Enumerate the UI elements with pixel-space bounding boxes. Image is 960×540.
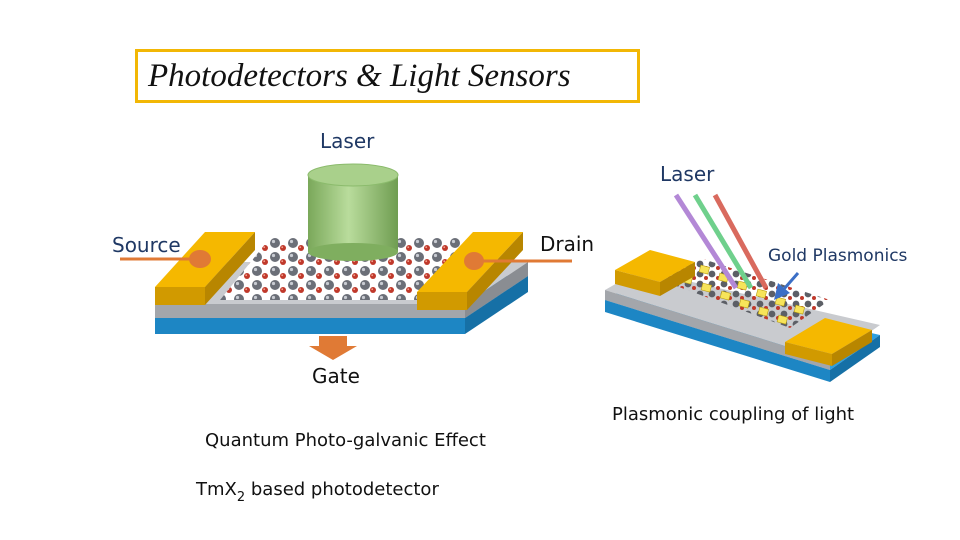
source-contact xyxy=(120,232,255,305)
right-2d-material xyxy=(660,258,830,328)
plasmonic-caption: Plasmonic coupling of light xyxy=(612,404,855,425)
gate-arrow xyxy=(309,336,357,360)
device-caption-suffix: based photodetector xyxy=(245,479,439,500)
slide-title: Photodetectors & Light Sensors xyxy=(148,57,571,94)
right-device xyxy=(605,193,880,382)
drain-contact xyxy=(417,232,572,310)
device-caption: TmX2 based photodetector xyxy=(196,479,439,505)
plasmonics-arrow xyxy=(774,272,800,300)
laser-cylinder xyxy=(307,163,399,261)
left-laser-label: Laser xyxy=(320,129,375,153)
gold-plasmonics-label: Gold Plasmonics xyxy=(768,246,908,266)
gold-nanostructures xyxy=(681,264,805,325)
right-laser-label: Laser xyxy=(660,162,715,186)
title-box: Photodetectors & Light Sensors xyxy=(135,49,640,103)
gate-label: Gate xyxy=(312,364,360,388)
left-device xyxy=(120,163,572,360)
right-left-contact xyxy=(615,250,695,296)
device-caption-subscript: 2 xyxy=(236,490,246,505)
drain-label: Drain xyxy=(540,232,595,256)
laser-beams xyxy=(673,193,769,290)
source-label: Source xyxy=(112,233,181,257)
device-caption-prefix: TmX xyxy=(196,479,237,500)
left-2d-material xyxy=(220,238,480,300)
effect-caption: Quantum Photo-galvanic Effect xyxy=(205,430,486,451)
right-right-contact xyxy=(785,318,872,366)
